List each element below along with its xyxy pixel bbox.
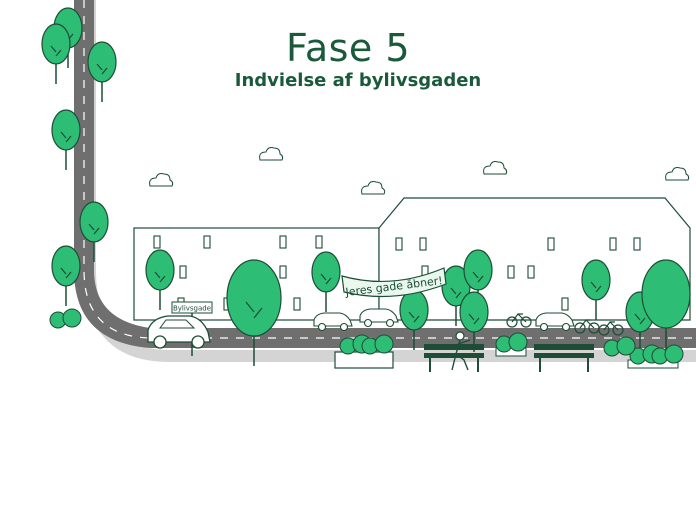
planter-left — [334, 334, 394, 369]
big-tree — [226, 259, 282, 366]
page-title: Fase 5 — [285, 26, 411, 70]
road-center-line — [83, 0, 696, 339]
clouds — [149, 147, 690, 195]
person — [451, 331, 471, 371]
bushes-left — [49, 308, 82, 329]
page-subtitle: Indvielse af bylivsgaden — [234, 70, 482, 91]
planter-right — [603, 336, 684, 369]
street-sign-label: Bylivsgade — [173, 305, 211, 313]
car-main — [147, 315, 211, 349]
planter-mid — [495, 332, 528, 357]
big-tree-right — [641, 259, 691, 350]
